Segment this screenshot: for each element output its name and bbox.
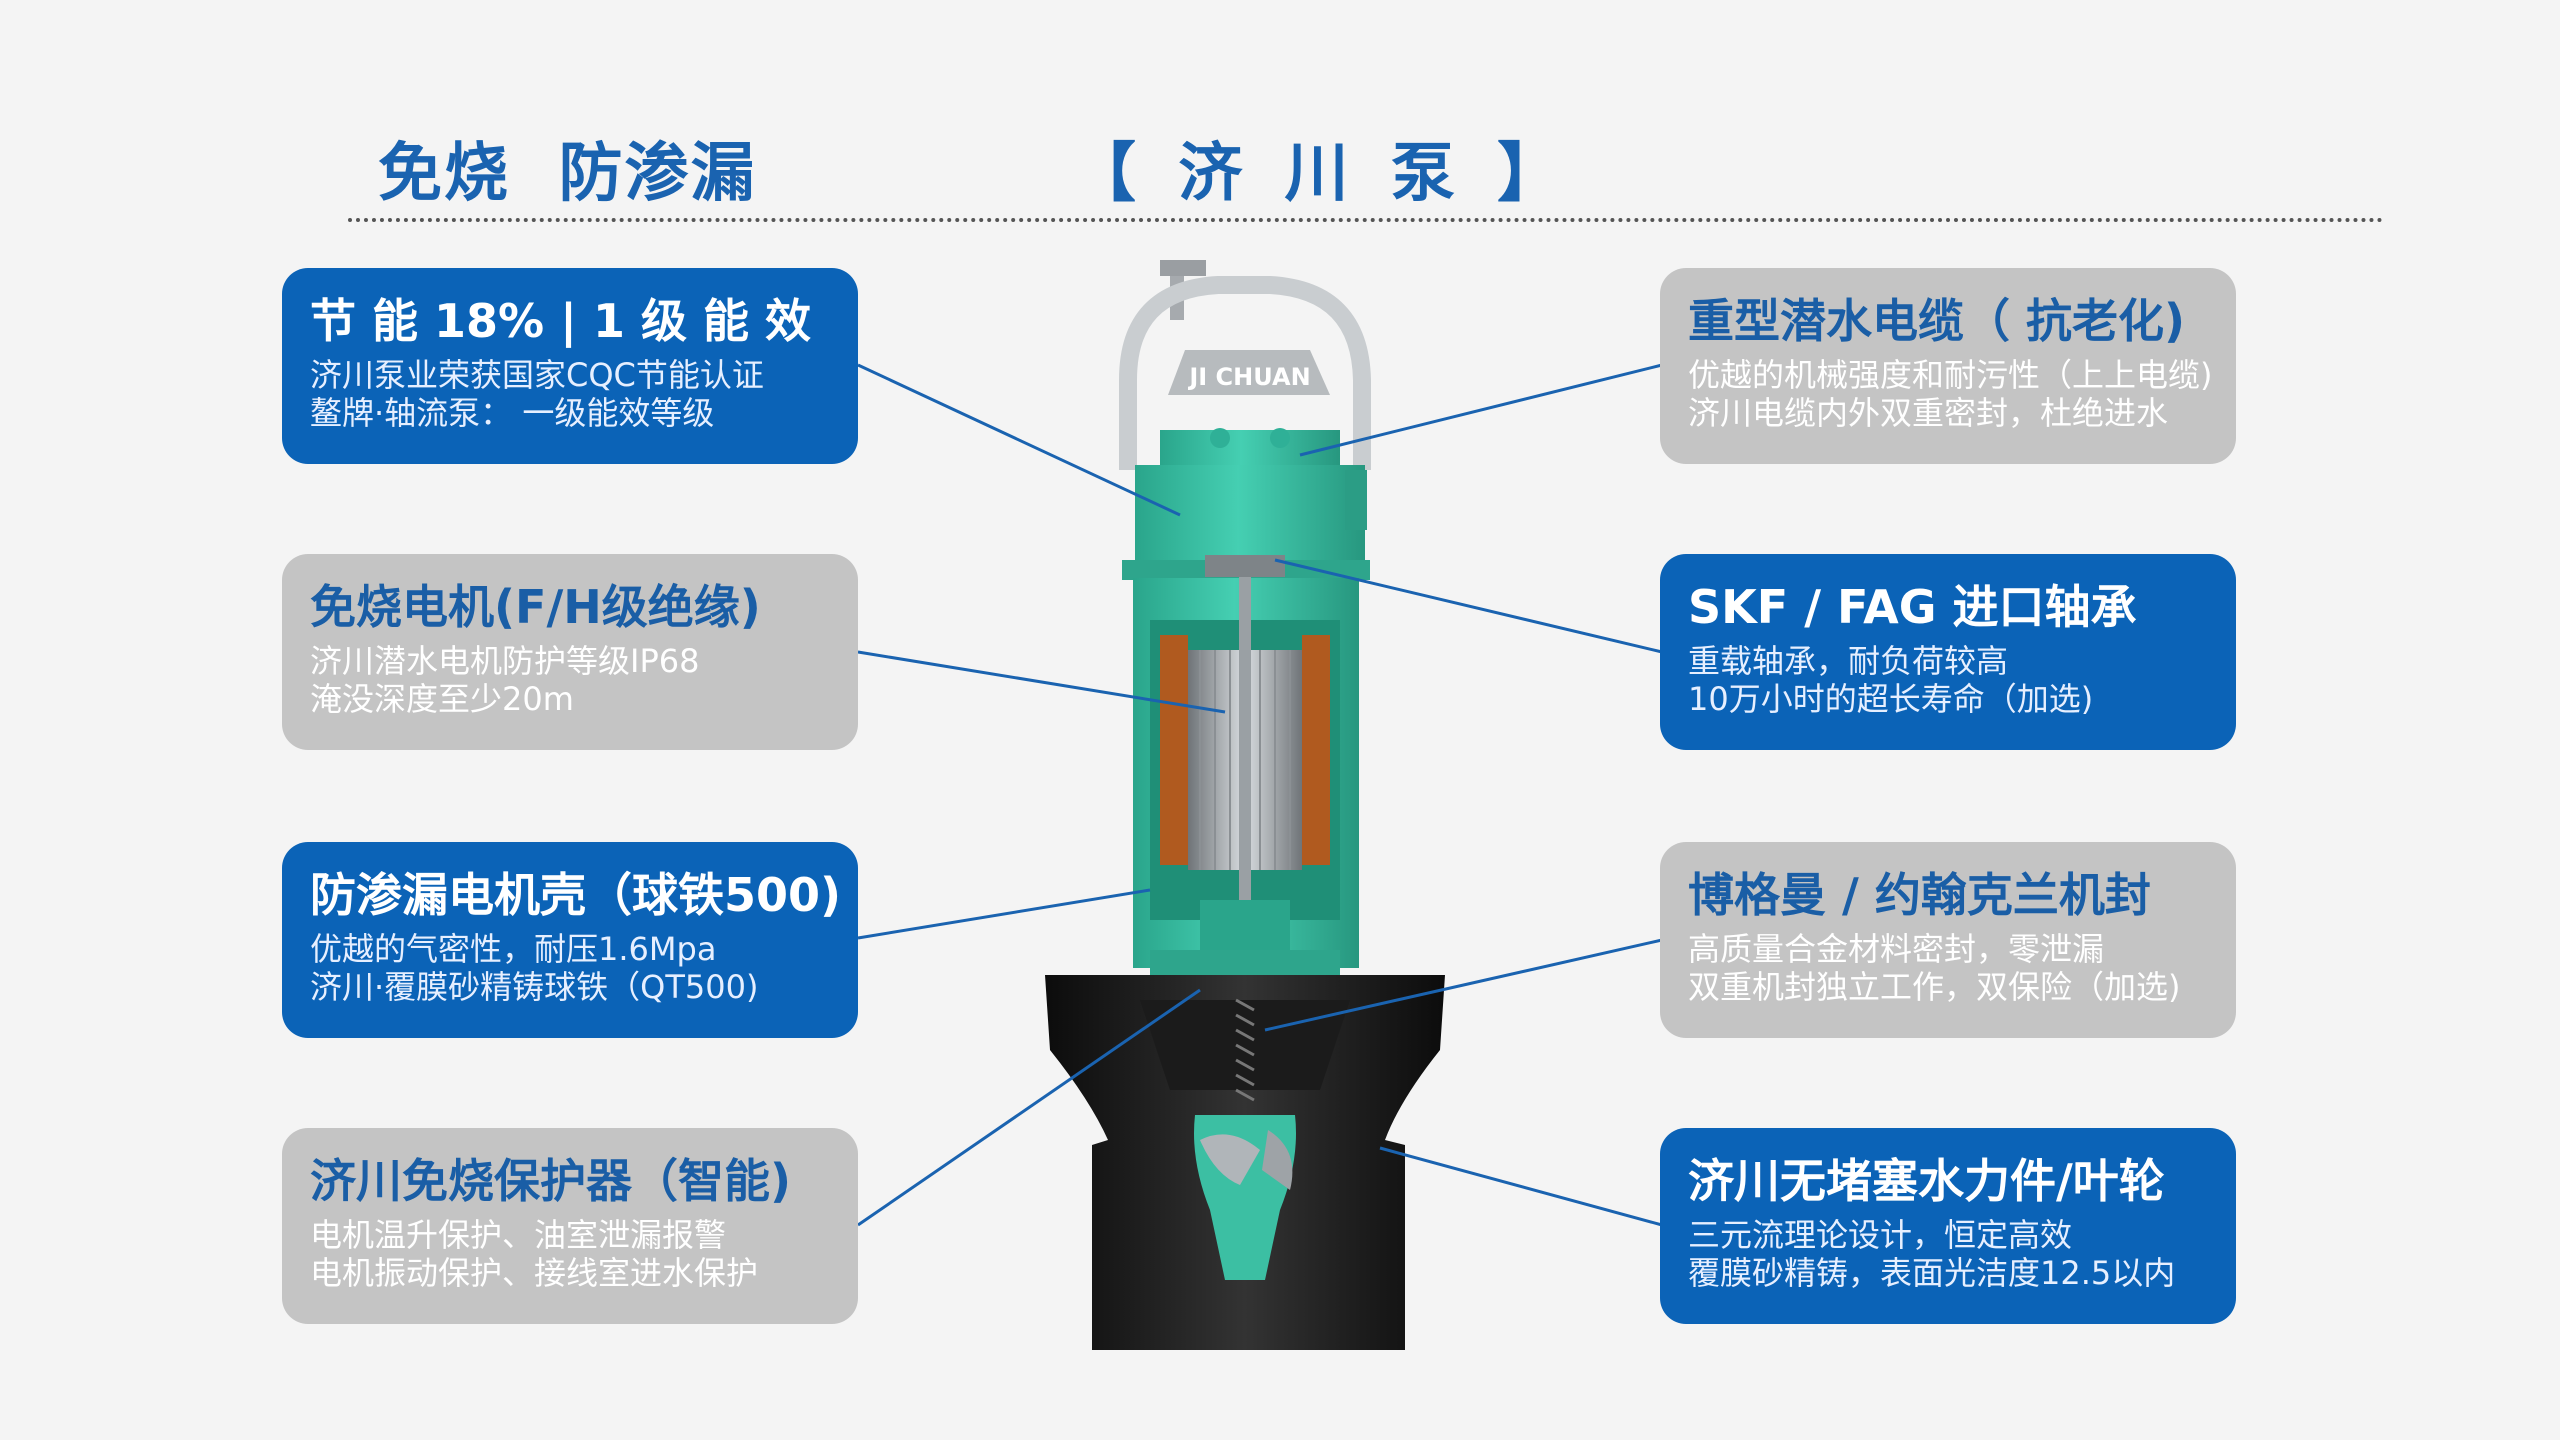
card-energy-saving: 节 能 18% | 1 级 能 效 济川泵业荣获国家CQC节能认证 鳌牌·轴流泵… [282,268,858,464]
card-motor-insulation: 免烧电机(F/H级绝缘) 济川潜水电机防护等级IP68 淹没深度至少20m [282,554,858,750]
card-line: 优越的机械强度和耐污性（上上电缆) [1688,356,2213,394]
card-title: 济川免烧保护器（智能) [310,1154,792,1208]
card-line: 济川电缆内外双重密封，杜绝进水 [1688,394,2169,432]
card-line: 鳌牌·轴流泵： 一级能效等级 [310,394,715,432]
title-divider [348,218,2384,222]
card-title: 博格曼 / 约翰克兰机封 [1688,868,2151,922]
card-line: 电机振动保护、接线室进水保护 [310,1254,759,1292]
card-title: SKF / FAG 进口轴承 [1688,580,2137,634]
card-line: 高质量合金材料密封，零泄漏 [1688,930,2105,968]
card-line: 淹没深度至少20m [310,680,574,718]
card-title: 济川无堵塞水力件/叶轮 [1688,1154,2165,1208]
page-title: 免烧 防渗漏 [378,137,757,211]
card-line: 覆膜砂精铸，表面光洁度12.5以内 [1688,1254,2176,1292]
brand-title: 【 济 川 泵 】 [1072,137,1572,211]
card-line: 10万小时的超长寿命（加选) [1688,680,2094,718]
card-line: 重载轴承，耐负荷较高 [1688,642,2009,680]
card-protector: 济川免烧保护器（智能) 电机温升保护、油室泄漏报警 电机振动保护、接线室进水保护 [282,1128,858,1324]
card-impeller: 济川无堵塞水力件/叶轮 三元流理论设计，恒定高效 覆膜砂精铸，表面光洁度12.5… [1660,1128,2236,1324]
leader-lines [857,363,1663,1227]
motor-housing [1122,428,1370,1020]
card-mechanical-seal: 博格曼 / 约翰克兰机封 高质量合金材料密封，零泄漏 双重机封独立工作，双保险（… [1660,842,2236,1038]
pump-logo: JI CHUAN [1187,363,1310,391]
card-title: 免烧电机(F/H级绝缘) [310,580,761,634]
pump-casing [1045,975,1445,1350]
lifting-handle [1119,260,1371,470]
card-cable: 重型潜水电缆（ 抗老化) 优越的机械强度和耐污性（上上电缆) 济川电缆内外双重密… [1660,268,2236,464]
card-line: 电机温升保护、油室泄漏报警 [310,1216,727,1254]
card-leakproof-housing: 防渗漏电机壳（球铁500) 优越的气密性，耐压1.6Mpa 济川·覆膜砂精铸球铁… [282,842,858,1038]
card-title: 重型潜水电缆（ 抗老化) [1688,294,2186,348]
card-line: 济川潜水电机防护等级IP68 [310,642,700,680]
card-line: 济川泵业荣获国家CQC节能认证 [310,356,764,394]
card-line: 优越的气密性，耐压1.6Mpa [310,930,717,968]
card-line: 三元流理论设计，恒定高效 [1688,1216,2073,1254]
card-bearing: SKF / FAG 进口轴承 重载轴承，耐负荷较高 10万小时的超长寿命（加选) [1660,554,2236,750]
card-line: 济川·覆膜砂精铸球铁（QT500) [310,968,759,1006]
card-line: 双重机封独立工作，双保险（加选) [1688,968,2181,1006]
card-title: 防渗漏电机壳（球铁500) [310,868,842,922]
card-title: 节 能 18% | 1 级 能 效 [310,294,812,348]
